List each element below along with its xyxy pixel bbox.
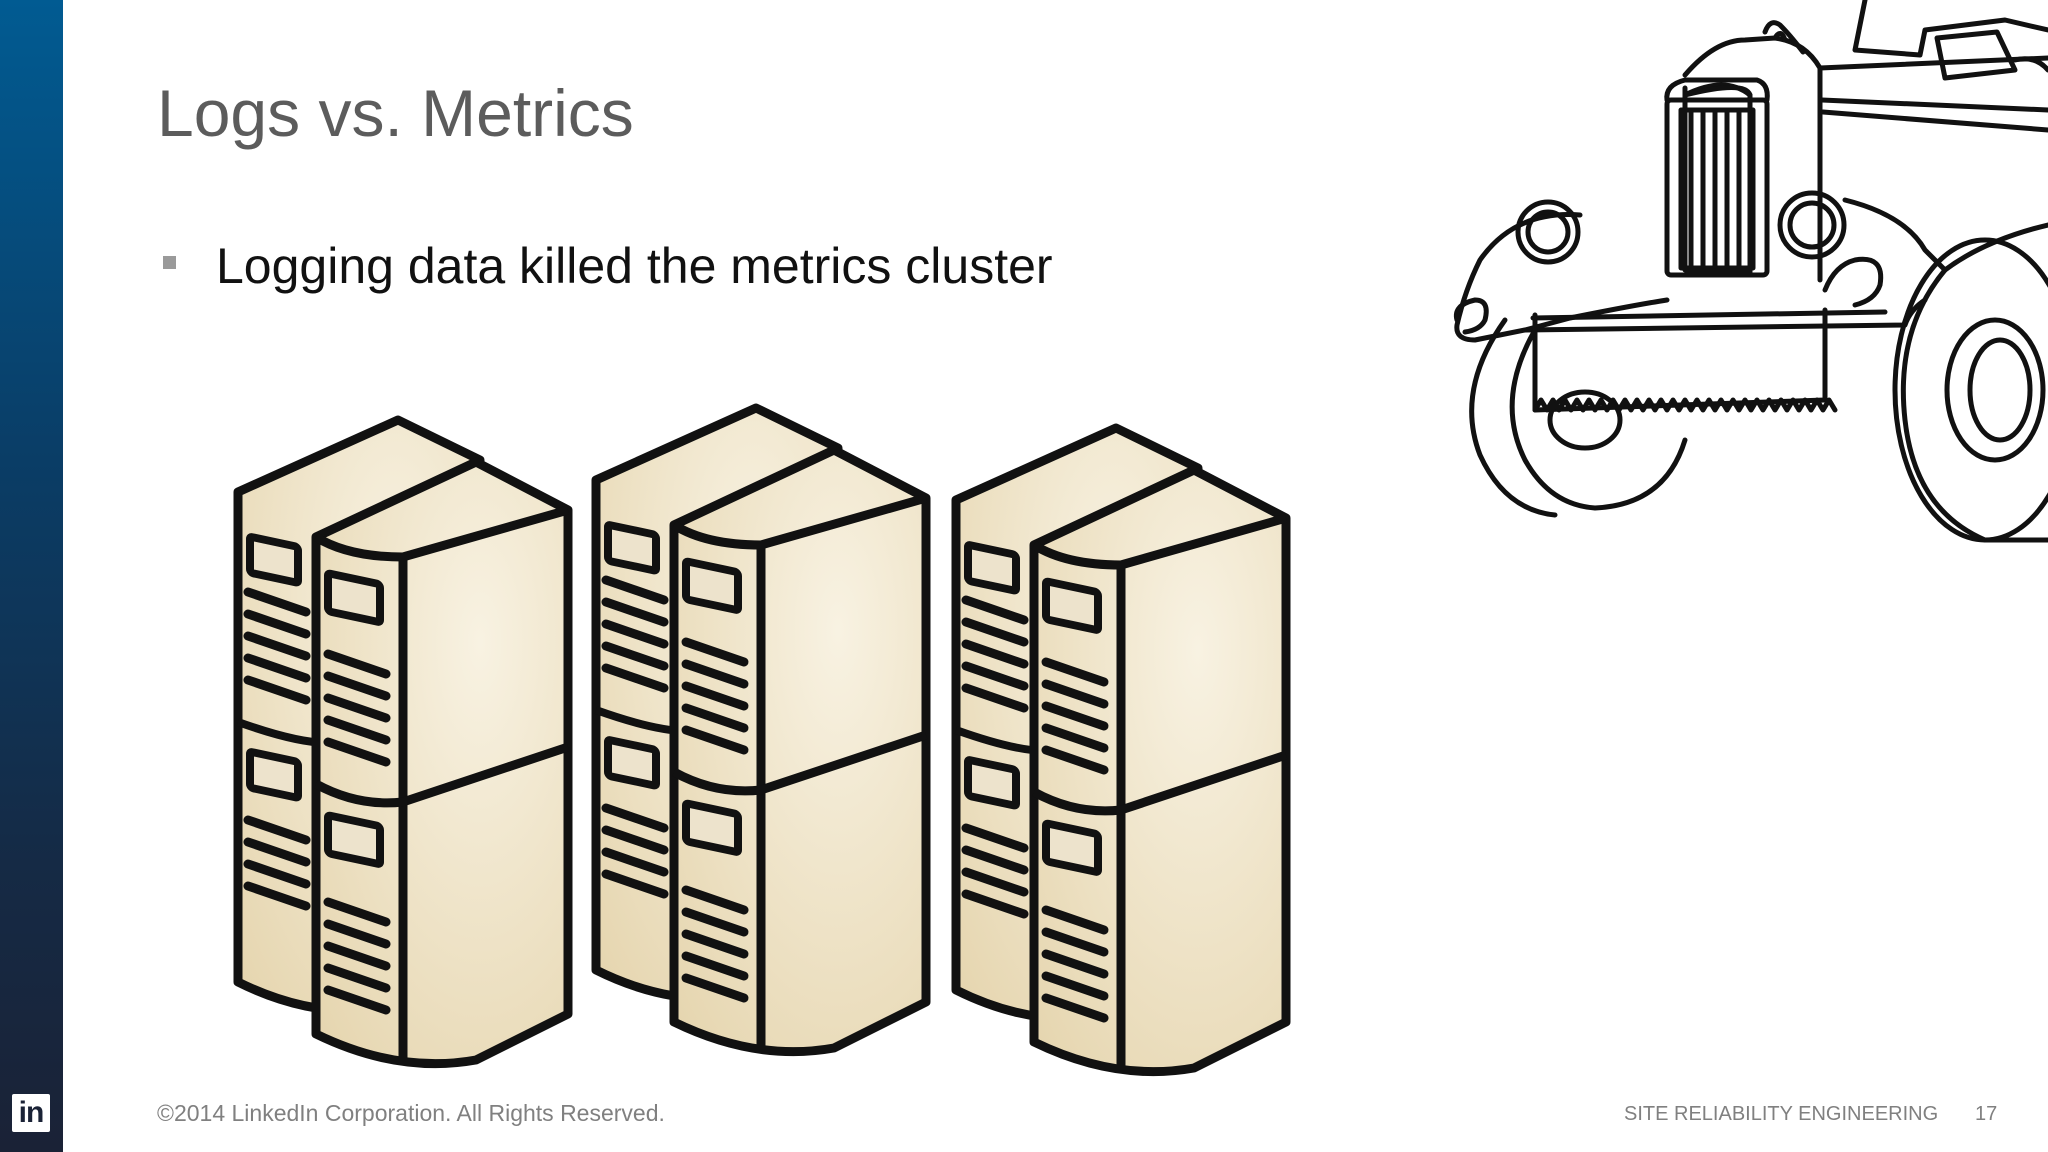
page-number: 17	[1975, 1103, 1998, 1125]
server-rack-1	[238, 420, 568, 1064]
footer-section-label: SITE RELIABILITY ENGINEERING	[1624, 1103, 1939, 1125]
sidebar-bar: in	[0, 0, 63, 1152]
server-rack-2	[596, 408, 926, 1052]
dump-truck-icon	[1453, 0, 2048, 543]
slide-title: Logs vs. Metrics	[157, 76, 634, 150]
linkedin-logo-icon: in	[12, 1094, 50, 1132]
bullet-text: Logging data killed the metrics cluster	[216, 238, 1053, 294]
server-rack-3	[956, 428, 1286, 1072]
copyright-text: ©2014 LinkedIn Corporation. All Rights R…	[157, 1100, 665, 1126]
bullet-square-icon	[163, 256, 176, 269]
logo-text: in	[18, 1096, 45, 1129]
server-cluster-illustration	[220, 380, 1310, 1090]
